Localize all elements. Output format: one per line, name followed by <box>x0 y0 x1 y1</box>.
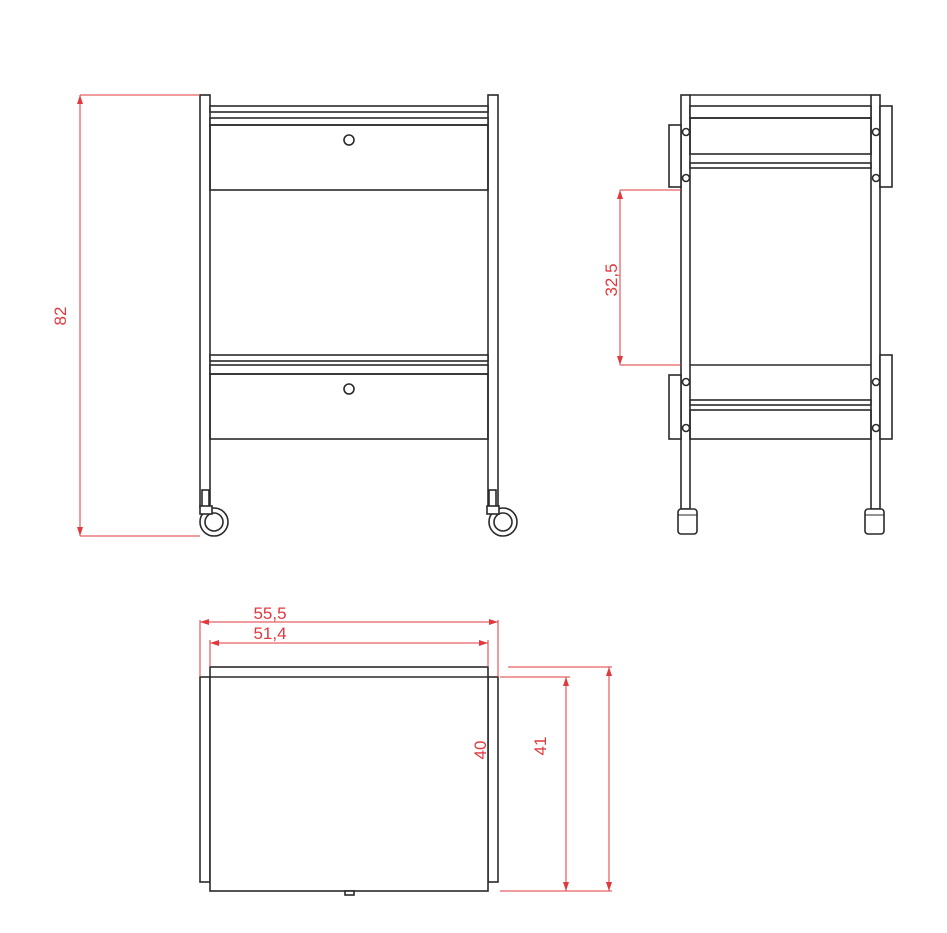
lower-drawer-handle <box>343 383 355 395</box>
outer-depth-label: 41 <box>531 737 550 756</box>
right-caster <box>486 505 518 537</box>
outer-depth-dimension: 41 <box>508 666 612 892</box>
top-drawer <box>209 124 489 191</box>
side-screws <box>681 127 881 433</box>
side-view <box>668 94 893 535</box>
side-right-bracket-top <box>879 105 893 188</box>
side-left-bracket-top <box>668 124 682 188</box>
side-left-foot <box>677 508 698 535</box>
side-lower-rail <box>689 399 872 406</box>
front-view <box>199 94 518 537</box>
top-drawer-handle <box>343 134 355 146</box>
side-right-foot <box>864 508 885 535</box>
side-top-shelf <box>689 105 872 119</box>
side-left-post <box>680 94 691 510</box>
outer-width-label: 55,5 <box>253 604 286 623</box>
shelf-gap-label: 32,5 <box>602 263 621 296</box>
top-shelf-edge <box>209 117 489 126</box>
inner-width-dimension: 51,4 <box>209 624 489 667</box>
top-rail <box>209 105 489 113</box>
middle-rail <box>209 354 489 362</box>
top-view-left-handle <box>199 676 211 883</box>
top-view-handle-stub <box>344 890 355 896</box>
height-dimension: 82 <box>51 94 200 537</box>
left-caster <box>199 505 229 537</box>
inner-width-label: 51,4 <box>253 624 286 643</box>
height-label: 82 <box>51 307 70 326</box>
lower-shelf-edge <box>209 364 489 375</box>
front-right-post <box>487 94 499 508</box>
shelf-gap-dimension: 32,5 <box>602 189 681 366</box>
outer-width-dimension: 55,5 <box>199 604 499 677</box>
side-right-post <box>870 94 881 510</box>
side-left-bracket-bottom <box>668 374 682 440</box>
side-right-bracket-bottom <box>879 354 893 440</box>
side-lower-drawer <box>689 409 872 440</box>
top-view <box>199 666 499 896</box>
front-left-post <box>199 94 211 508</box>
inner-depth-label: 40 <box>471 741 490 760</box>
side-top-drawer <box>689 117 872 155</box>
top-view-right-handle <box>487 676 499 883</box>
side-upper-rail <box>689 162 872 169</box>
lower-drawer <box>209 373 489 440</box>
top-view-body <box>209 666 489 892</box>
